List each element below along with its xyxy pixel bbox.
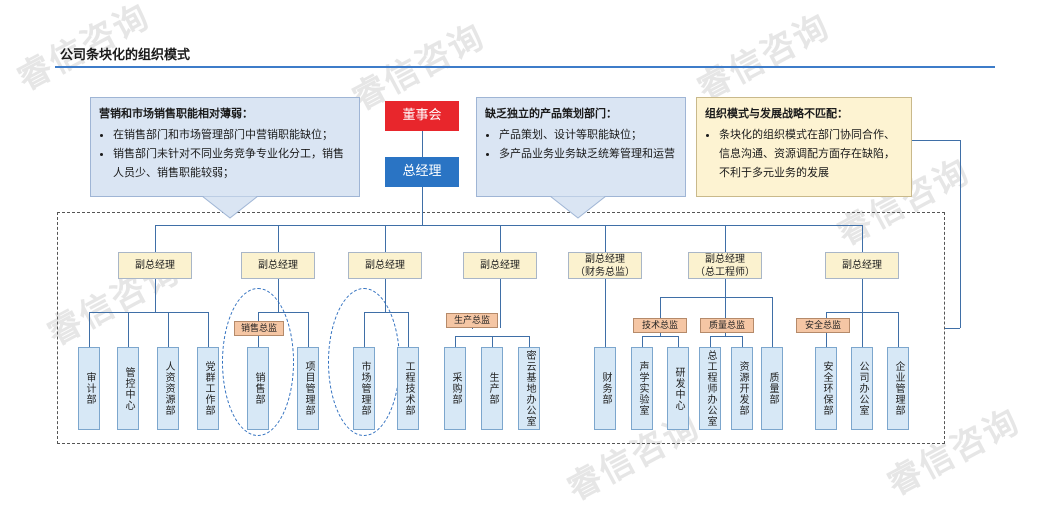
manager-box-production: 生产总监 bbox=[446, 313, 498, 328]
dept-box: 密云基地办公室 bbox=[518, 347, 540, 430]
dept-box: 质量部 bbox=[761, 347, 783, 430]
vp-subtitle: （财务总监） bbox=[575, 266, 635, 278]
callout-marketing: 营销和市场销售职能相对薄弱： 在销售部门和市场管理部门中营销职能缺位； 销售部门… bbox=[90, 97, 360, 197]
vp-title: 副总经理 bbox=[585, 253, 625, 265]
gm-box: 总经理 bbox=[385, 157, 459, 187]
page-title: 公司条块化的组织模式 bbox=[60, 48, 191, 63]
dept-box: 党群工作部 bbox=[197, 347, 219, 430]
dept-box: 项目管理部 bbox=[297, 347, 319, 430]
watermark: 睿信咨询 bbox=[690, 6, 837, 110]
callout-product: 缺乏独立的产品策划部门： 产品策划、设计等职能缺位； 多产品业务业务缺乏统筹管理… bbox=[476, 97, 686, 197]
callout-heading: 营销和市场销售职能相对薄弱： bbox=[99, 107, 253, 120]
callout-item: 条块化的组织模式在部门协同合作、信息沟通、资源调配方面存在缺陷，不利于多元业务的… bbox=[719, 125, 903, 182]
dept-box: 人资资源部 bbox=[157, 347, 179, 430]
dept-box: 审计部 bbox=[78, 347, 100, 430]
dept-box: 研发中心 bbox=[667, 347, 689, 430]
dept-box: 资源开发部 bbox=[731, 347, 753, 430]
callout-arrow bbox=[549, 196, 607, 219]
callout-heading: 缺乏独立的产品策划部门： bbox=[485, 107, 617, 120]
vp-title: 副总经理 bbox=[705, 253, 745, 265]
vp-box: 副总经理 bbox=[463, 252, 537, 279]
manager-box-safety: 安全总监 bbox=[796, 318, 850, 333]
board-box: 董事会 bbox=[385, 101, 459, 131]
callout-item: 产品策划、设计等职能缺位； bbox=[499, 125, 677, 144]
vp-title: 副总经理 bbox=[365, 260, 405, 271]
vp-box: 副总经理 bbox=[241, 252, 315, 279]
dept-box: 公司办公室 bbox=[851, 347, 873, 430]
dept-box: 销售部 bbox=[247, 347, 269, 430]
vp-box: 副总经理（总工程师） bbox=[688, 252, 762, 279]
callout-item: 多产品业务业务缺乏统筹管理和运营 bbox=[499, 144, 677, 163]
dept-box: 声学实验室 bbox=[631, 347, 653, 430]
dept-box: 工程技术部 bbox=[397, 347, 419, 430]
vp-box: 副总经理 bbox=[118, 252, 192, 279]
dept-box: 财务部 bbox=[594, 347, 616, 430]
callout-arrow bbox=[201, 196, 259, 219]
title-underline bbox=[55, 66, 995, 68]
manager-box-quality: 质量总监 bbox=[700, 318, 754, 333]
dept-box: 总工程师办公室 bbox=[699, 347, 721, 430]
highlight-ellipse-sales bbox=[222, 288, 294, 436]
vp-title: 副总经理 bbox=[480, 260, 520, 271]
org-frame bbox=[57, 212, 945, 444]
vp-subtitle: （总工程师） bbox=[695, 266, 755, 278]
dept-box: 安全环保部 bbox=[815, 347, 837, 430]
vp-box: 副总经理 bbox=[348, 252, 422, 279]
manager-box-tech: 技术总监 bbox=[633, 318, 687, 333]
dept-box: 管控中心 bbox=[117, 347, 139, 430]
vp-box: 副总经理 bbox=[825, 252, 899, 279]
vp-title: 副总经理 bbox=[258, 260, 298, 271]
dept-box: 生产部 bbox=[481, 347, 503, 430]
dept-box: 市场管理部 bbox=[353, 347, 375, 430]
callout-strategy: 组织模式与发展战略不匹配： 条块化的组织模式在部门协同合作、信息沟通、资源调配方… bbox=[696, 97, 912, 197]
dept-box: 采购部 bbox=[444, 347, 466, 430]
dept-box: 企业管理部 bbox=[887, 347, 909, 430]
vp-title: 副总经理 bbox=[842, 260, 882, 271]
callout-item: 在销售部门和市场管理部门中营销职能缺位； bbox=[113, 125, 351, 144]
callout-heading: 组织模式与发展战略不匹配： bbox=[705, 107, 848, 120]
vp-title: 副总经理 bbox=[135, 260, 175, 271]
vp-box: 副总经理（财务总监） bbox=[568, 252, 642, 279]
callout-item: 销售部门未针对不同业务竞争专业化分工，销售人员少、销售职能较弱； bbox=[113, 144, 351, 182]
